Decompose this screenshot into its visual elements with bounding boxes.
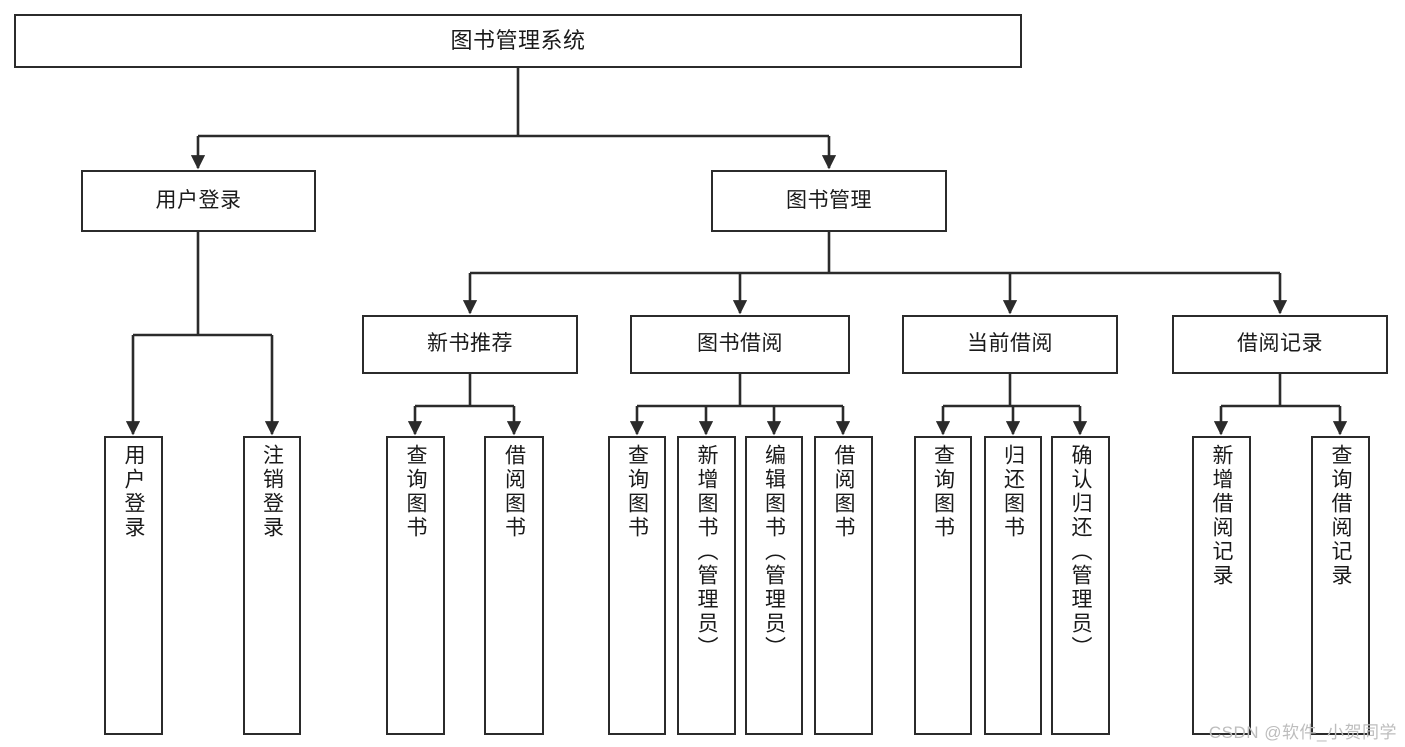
node-leaf-3[interactable]: 借阅图书 <box>484 436 544 735</box>
node-label: 图书管理 <box>786 188 872 212</box>
node-label: 借阅记录 <box>1237 332 1323 356</box>
node-label: 新增借阅记录 <box>1210 444 1233 588</box>
node-leaf-6[interactable]: 编辑图书（管理员） <box>745 436 803 735</box>
node-label: 确认归还（管理员） <box>1069 444 1092 660</box>
edge-paths <box>125 68 1348 436</box>
node-label: 注销登录 <box>260 444 284 540</box>
node-label: 用户登录 <box>122 444 145 540</box>
node-label: 编辑图书（管理员） <box>762 444 786 660</box>
node-leaf-1[interactable]: 注销登录 <box>243 436 301 735</box>
node-leaf-0[interactable]: 用户登录 <box>104 436 163 735</box>
node-label: 用户登录 <box>155 188 242 212</box>
node-leaf-7[interactable]: 借阅图书 <box>814 436 873 735</box>
node-leaf-10[interactable]: 确认归还（管理员） <box>1051 436 1110 735</box>
node-level3-3[interactable]: 借阅记录 <box>1172 315 1388 374</box>
node-label: 图书借阅 <box>697 332 783 356</box>
node-leaf-9[interactable]: 归还图书 <box>984 436 1042 735</box>
node-label: 借阅图书 <box>832 444 855 540</box>
node-level2-1[interactable]: 图书管理 <box>711 170 947 232</box>
node-label: 查询图书 <box>404 444 427 540</box>
node-label: 查询图书 <box>931 444 955 540</box>
node-label: 查询借阅记录 <box>1329 444 1352 588</box>
node-label: 当前借阅 <box>967 332 1053 356</box>
node-label: 归还图书 <box>1001 444 1025 540</box>
node-level3-0[interactable]: 新书推荐 <box>362 315 578 374</box>
node-level2-0[interactable]: 用户登录 <box>81 170 316 232</box>
node-root-图书管理系统[interactable]: 图书管理系统 <box>14 14 1022 68</box>
node-leaf-5[interactable]: 新增图书（管理员） <box>677 436 736 735</box>
node-label: 图书管理系统 <box>450 28 586 54</box>
node-label: 查询图书 <box>625 444 649 540</box>
node-leaf-2[interactable]: 查询图书 <box>386 436 445 735</box>
node-label: 新增图书（管理员） <box>695 444 718 660</box>
node-leaf-11[interactable]: 新增借阅记录 <box>1192 436 1251 735</box>
node-level3-2[interactable]: 当前借阅 <box>902 315 1118 374</box>
node-leaf-8[interactable]: 查询图书 <box>914 436 972 735</box>
node-leaf-4[interactable]: 查询图书 <box>608 436 666 735</box>
node-label: 新书推荐 <box>427 332 513 356</box>
node-level3-1[interactable]: 图书借阅 <box>630 315 850 374</box>
node-label: 借阅图书 <box>502 444 526 540</box>
node-leaf-12[interactable]: 查询借阅记录 <box>1311 436 1370 735</box>
